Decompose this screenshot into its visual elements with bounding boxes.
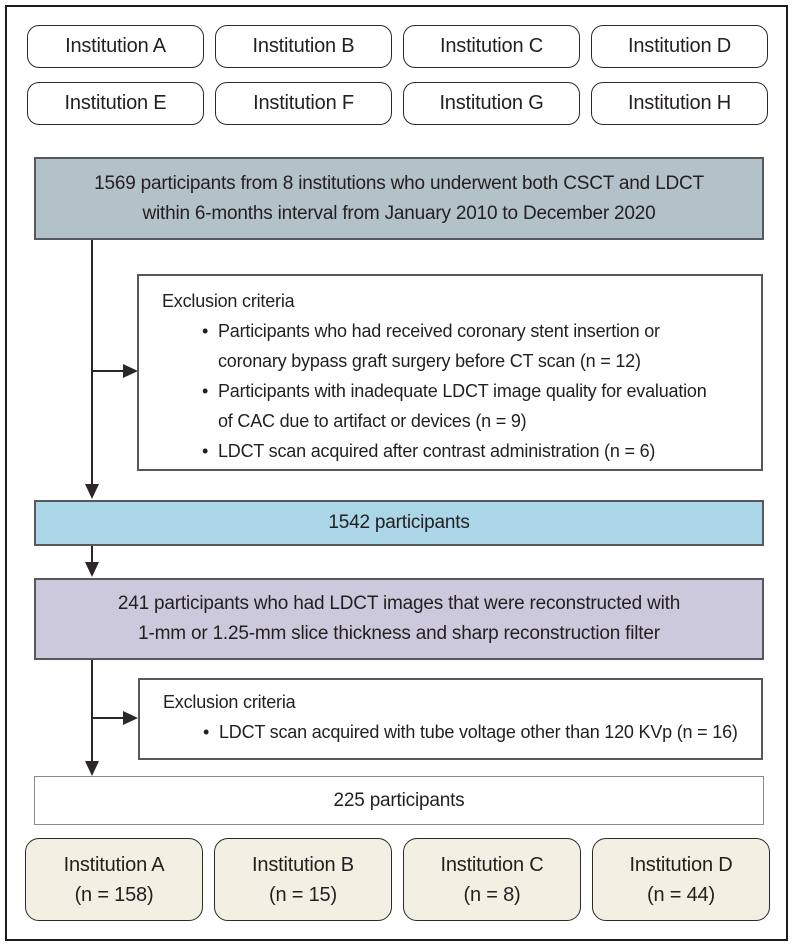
exclusion-1-bullet-3-text: LDCT scan acquired after contrast admini… (218, 441, 656, 461)
subset-line-1: 241 participants who had LDCT images tha… (117, 593, 681, 614)
result-institution-d-box: Institution D (n = 44) (592, 838, 770, 921)
exclusion-1-bullet-2: • Participants with inadequate LDCT image… (202, 376, 751, 406)
result-institution-c-count: (n = 8) (463, 883, 521, 906)
arrowhead-down-to-241 (85, 562, 99, 577)
result-institution-a-box: Institution A (n = 158) (25, 838, 203, 921)
arrow-line-cohort-to-1542 (91, 240, 93, 485)
result-institution-d-count: (n = 44) (647, 883, 715, 906)
exclusion-2-title: Exclusion criteria (163, 692, 296, 712)
cohort-1569-box: 1569 participants from 8 institutions wh… (34, 157, 764, 240)
arrowhead-right-exclusion-1 (123, 364, 138, 378)
participants-225-box: 225 participants (34, 776, 764, 825)
exclusion-1-bullet-2-text: Participants with inadequate LDCT image … (218, 381, 707, 401)
result-institution-a-count: (n = 158) (74, 883, 154, 906)
cohort-line-1: 1569 participants from 8 institutions wh… (94, 172, 704, 194)
exclusion-1-bullet-1-cont: coronary bypass graft surgery before CT … (218, 351, 641, 371)
institutions-row-2: Institution E Institution F Institution … (27, 82, 768, 125)
result-institution-a-name: Institution A (63, 853, 165, 876)
bullet-icon: • (202, 321, 209, 341)
exclusion-criteria-box-2: Exclusion criteria • LDCT scan acquired w… (138, 678, 763, 760)
bullet-icon: • (203, 722, 210, 742)
cohort-line-2: within 6-months interval from January 20… (142, 202, 656, 224)
institution-b-box: Institution B (215, 25, 392, 68)
result-institution-d-name: Institution D (629, 853, 733, 876)
institution-f-box: Institution F (215, 82, 392, 125)
result-institution-c-box: Institution C (n = 8) (403, 838, 581, 921)
participants-1542-label: 1542 participants (328, 512, 470, 533)
result-institution-b-count: (n = 15) (269, 883, 337, 906)
result-institution-b-box: Institution B (n = 15) (214, 838, 392, 921)
exclusion-1-bullet-1-text: Participants who had received coronary s… (218, 321, 660, 341)
exclusion-1-bullet-1: • Participants who had received coronary … (202, 316, 751, 346)
arrow-line-241-to-225 (91, 660, 93, 762)
participants-225-label: 225 participants (333, 789, 465, 811)
bullet-icon: • (202, 381, 209, 401)
arrow-line-branch-exclusion-2 (92, 717, 124, 719)
subset-line-2: 1-mm or 1.25-mm slice thickness and shar… (138, 623, 660, 644)
exclusion-2-bullet-1-text: LDCT scan acquired with tube voltage oth… (219, 722, 738, 742)
result-institutions-row: Institution A (n = 158) Institution B (n… (25, 838, 770, 921)
institution-a-box: Institution A (27, 25, 204, 68)
institution-h-box: Institution H (591, 82, 768, 125)
result-institution-b-name: Institution B (252, 853, 354, 876)
exclusion-2-bullet-1: • LDCT scan acquired with tube voltage ot… (203, 717, 751, 747)
institution-c-box: Institution C (403, 25, 580, 68)
result-institution-c-name: Institution C (440, 853, 544, 876)
arrowhead-down-to-225 (85, 761, 99, 776)
institutions-row-1: Institution A Institution B Institution … (27, 25, 768, 68)
arrowhead-right-exclusion-2 (123, 711, 138, 725)
bullet-icon: • (202, 441, 209, 461)
institution-g-box: Institution G (403, 82, 580, 125)
institution-d-box: Institution D (591, 25, 768, 68)
institution-e-box: Institution E (27, 82, 204, 125)
exclusion-1-bullet-2-cont: of CAC due to artifact or devices (n = 9… (218, 411, 527, 431)
arrowhead-down-to-1542 (85, 484, 99, 499)
exclusion-1-title: Exclusion criteria (162, 291, 295, 311)
participants-1542-box: 1542 participants (34, 500, 764, 546)
arrow-line-branch-exclusion-1 (92, 370, 124, 372)
subset-241-box: 241 participants who had LDCT images tha… (34, 578, 764, 660)
arrow-line-1542-to-241 (91, 546, 93, 564)
exclusion-1-bullet-3: • LDCT scan acquired after contrast admin… (202, 436, 751, 466)
exclusion-criteria-box-1: Exclusion criteria • Participants who had… (137, 274, 763, 471)
